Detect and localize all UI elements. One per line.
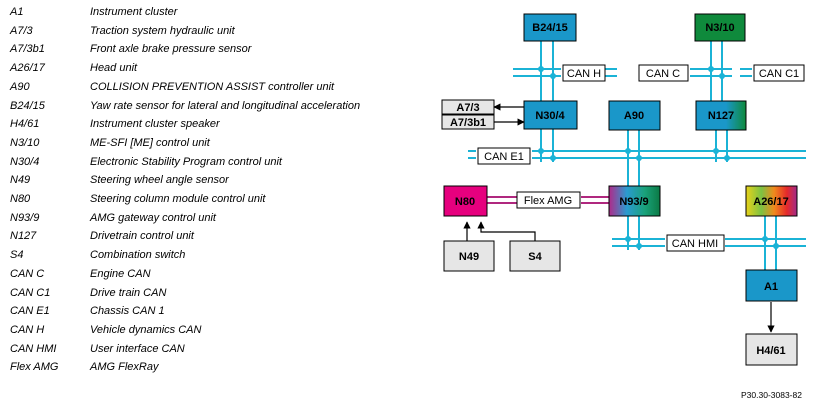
node-n93-9: N93/9 xyxy=(608,185,661,217)
svg-text:S4: S4 xyxy=(528,251,542,263)
legend-description: Steering column module control unit xyxy=(90,193,266,205)
legend-code: N127 xyxy=(10,230,37,243)
legend-description: Drivetrain control unit xyxy=(90,230,194,243)
node-n30-4: N30/4 xyxy=(523,100,578,130)
legend-code: CAN E1 xyxy=(10,305,50,318)
svg-text:CAN C: CAN C xyxy=(646,68,680,80)
legend-code: N80 xyxy=(10,193,31,205)
svg-text:A7/3: A7/3 xyxy=(456,102,479,114)
legend-code: CAN H xyxy=(10,323,45,336)
junction-dots xyxy=(538,66,779,249)
svg-text:A90: A90 xyxy=(624,110,644,122)
legend-description: Head unit xyxy=(90,62,138,75)
svg-text:A7/3b1: A7/3b1 xyxy=(450,117,486,129)
legend-code: A26/17 xyxy=(10,62,45,75)
svg-text:B24/15: B24/15 xyxy=(532,22,567,34)
figure-reference-code: P30.30-3083-82 xyxy=(741,390,802,400)
svg-text:N127: N127 xyxy=(708,110,734,122)
legend-description: AMG FlexRay xyxy=(90,361,159,374)
legend-description: User interface CAN xyxy=(90,342,185,355)
legend-description: Chassis CAN 1 xyxy=(90,305,165,318)
bus-label-can-h: CAN H xyxy=(562,64,606,82)
svg-text:CAN HMI: CAN HMI xyxy=(672,238,718,250)
node-a90: A90 xyxy=(608,100,661,131)
legend-code: A1 xyxy=(10,6,24,18)
svg-text:N30/4: N30/4 xyxy=(535,110,565,122)
node-a7-3b1: A7/3b1 xyxy=(441,114,495,130)
legend-code: CAN HMI xyxy=(10,342,57,355)
legend-description: Combination switch xyxy=(90,249,186,262)
legend-code: N93/9 xyxy=(10,211,40,224)
node-a26-17: A26/17 xyxy=(745,185,798,217)
legend-description: ME-SFI [ME] control unit xyxy=(90,136,210,149)
legend-description: Front axle brake pressure sensor xyxy=(90,43,252,56)
node-s4: S4 xyxy=(509,240,561,272)
bus-label-can-c1: CAN C1 xyxy=(753,64,805,82)
node-a7-3: A7/3 xyxy=(441,99,495,115)
bus-label-can-e1: CAN E1 xyxy=(477,147,531,165)
node-h4-61: H4/61 xyxy=(745,333,798,366)
node-n3-10: N3/10 xyxy=(694,13,746,42)
svg-text:H4/61: H4/61 xyxy=(756,345,785,357)
legend-code: A7/3 xyxy=(10,24,33,37)
legend-description: Instrument cluster xyxy=(90,6,178,18)
legend-description: Drive train CAN xyxy=(90,286,167,299)
node-b24-15: B24/15 xyxy=(523,13,577,42)
svg-text:A26/17: A26/17 xyxy=(753,196,788,208)
legend-description: Steering wheel angle sensor xyxy=(90,174,229,187)
legend-code: N30/4 xyxy=(10,155,40,168)
bus-lines xyxy=(468,41,806,270)
legend-code: N3/10 xyxy=(10,136,40,149)
svg-text:Flex AMG: Flex AMG xyxy=(524,195,572,207)
legend-description: Vehicle dynamics CAN xyxy=(90,323,202,336)
node-a1: A1 xyxy=(745,269,798,302)
svg-text:N93/9: N93/9 xyxy=(619,196,648,208)
legend-description: Electronic Stability Program control uni… xyxy=(90,155,282,168)
legend-code: S4 xyxy=(10,249,24,262)
legend-description: COLLISION PREVENTION ASSIST controller u… xyxy=(90,80,335,93)
bus-label-flex-amg: Flex AMG xyxy=(516,191,581,209)
legend-description: Engine CAN xyxy=(90,267,151,280)
legend-code: H4/61 xyxy=(10,118,40,131)
node-n127: N127 xyxy=(695,100,747,131)
legend-description: Traction system hydraulic unit xyxy=(90,24,235,37)
svg-text:A1: A1 xyxy=(764,281,778,293)
flex-amg-lines xyxy=(487,196,609,204)
node-n80: N80 xyxy=(443,185,488,217)
bus-label-can-hmi: CAN HMI xyxy=(666,234,725,252)
svg-text:CAN C1: CAN C1 xyxy=(759,68,799,80)
legend-code: CAN C1 xyxy=(10,286,51,299)
svg-text:N80: N80 xyxy=(455,196,475,208)
legend-description: Yaw rate sensor for lateral and longitud… xyxy=(90,99,361,112)
signal-arrows xyxy=(463,103,775,333)
svg-text:N49: N49 xyxy=(459,251,479,263)
legend-description: AMG gateway control unit xyxy=(90,211,216,224)
svg-text:N3/10: N3/10 xyxy=(705,22,734,34)
legend-code: A7/3b1 xyxy=(10,43,45,56)
legend-code: A90 xyxy=(10,80,30,93)
legend-code: N49 xyxy=(10,174,31,187)
node-n49: N49 xyxy=(443,240,495,272)
legend-description: Instrument cluster speaker xyxy=(90,118,220,131)
svg-text:CAN E1: CAN E1 xyxy=(484,151,524,163)
legend-code: CAN C xyxy=(10,267,45,280)
svg-text:CAN H: CAN H xyxy=(567,68,601,80)
legend-code: B24/15 xyxy=(10,99,45,112)
legend-code: Flex AMG xyxy=(10,361,59,374)
bus-label-can-c: CAN C xyxy=(638,64,689,82)
